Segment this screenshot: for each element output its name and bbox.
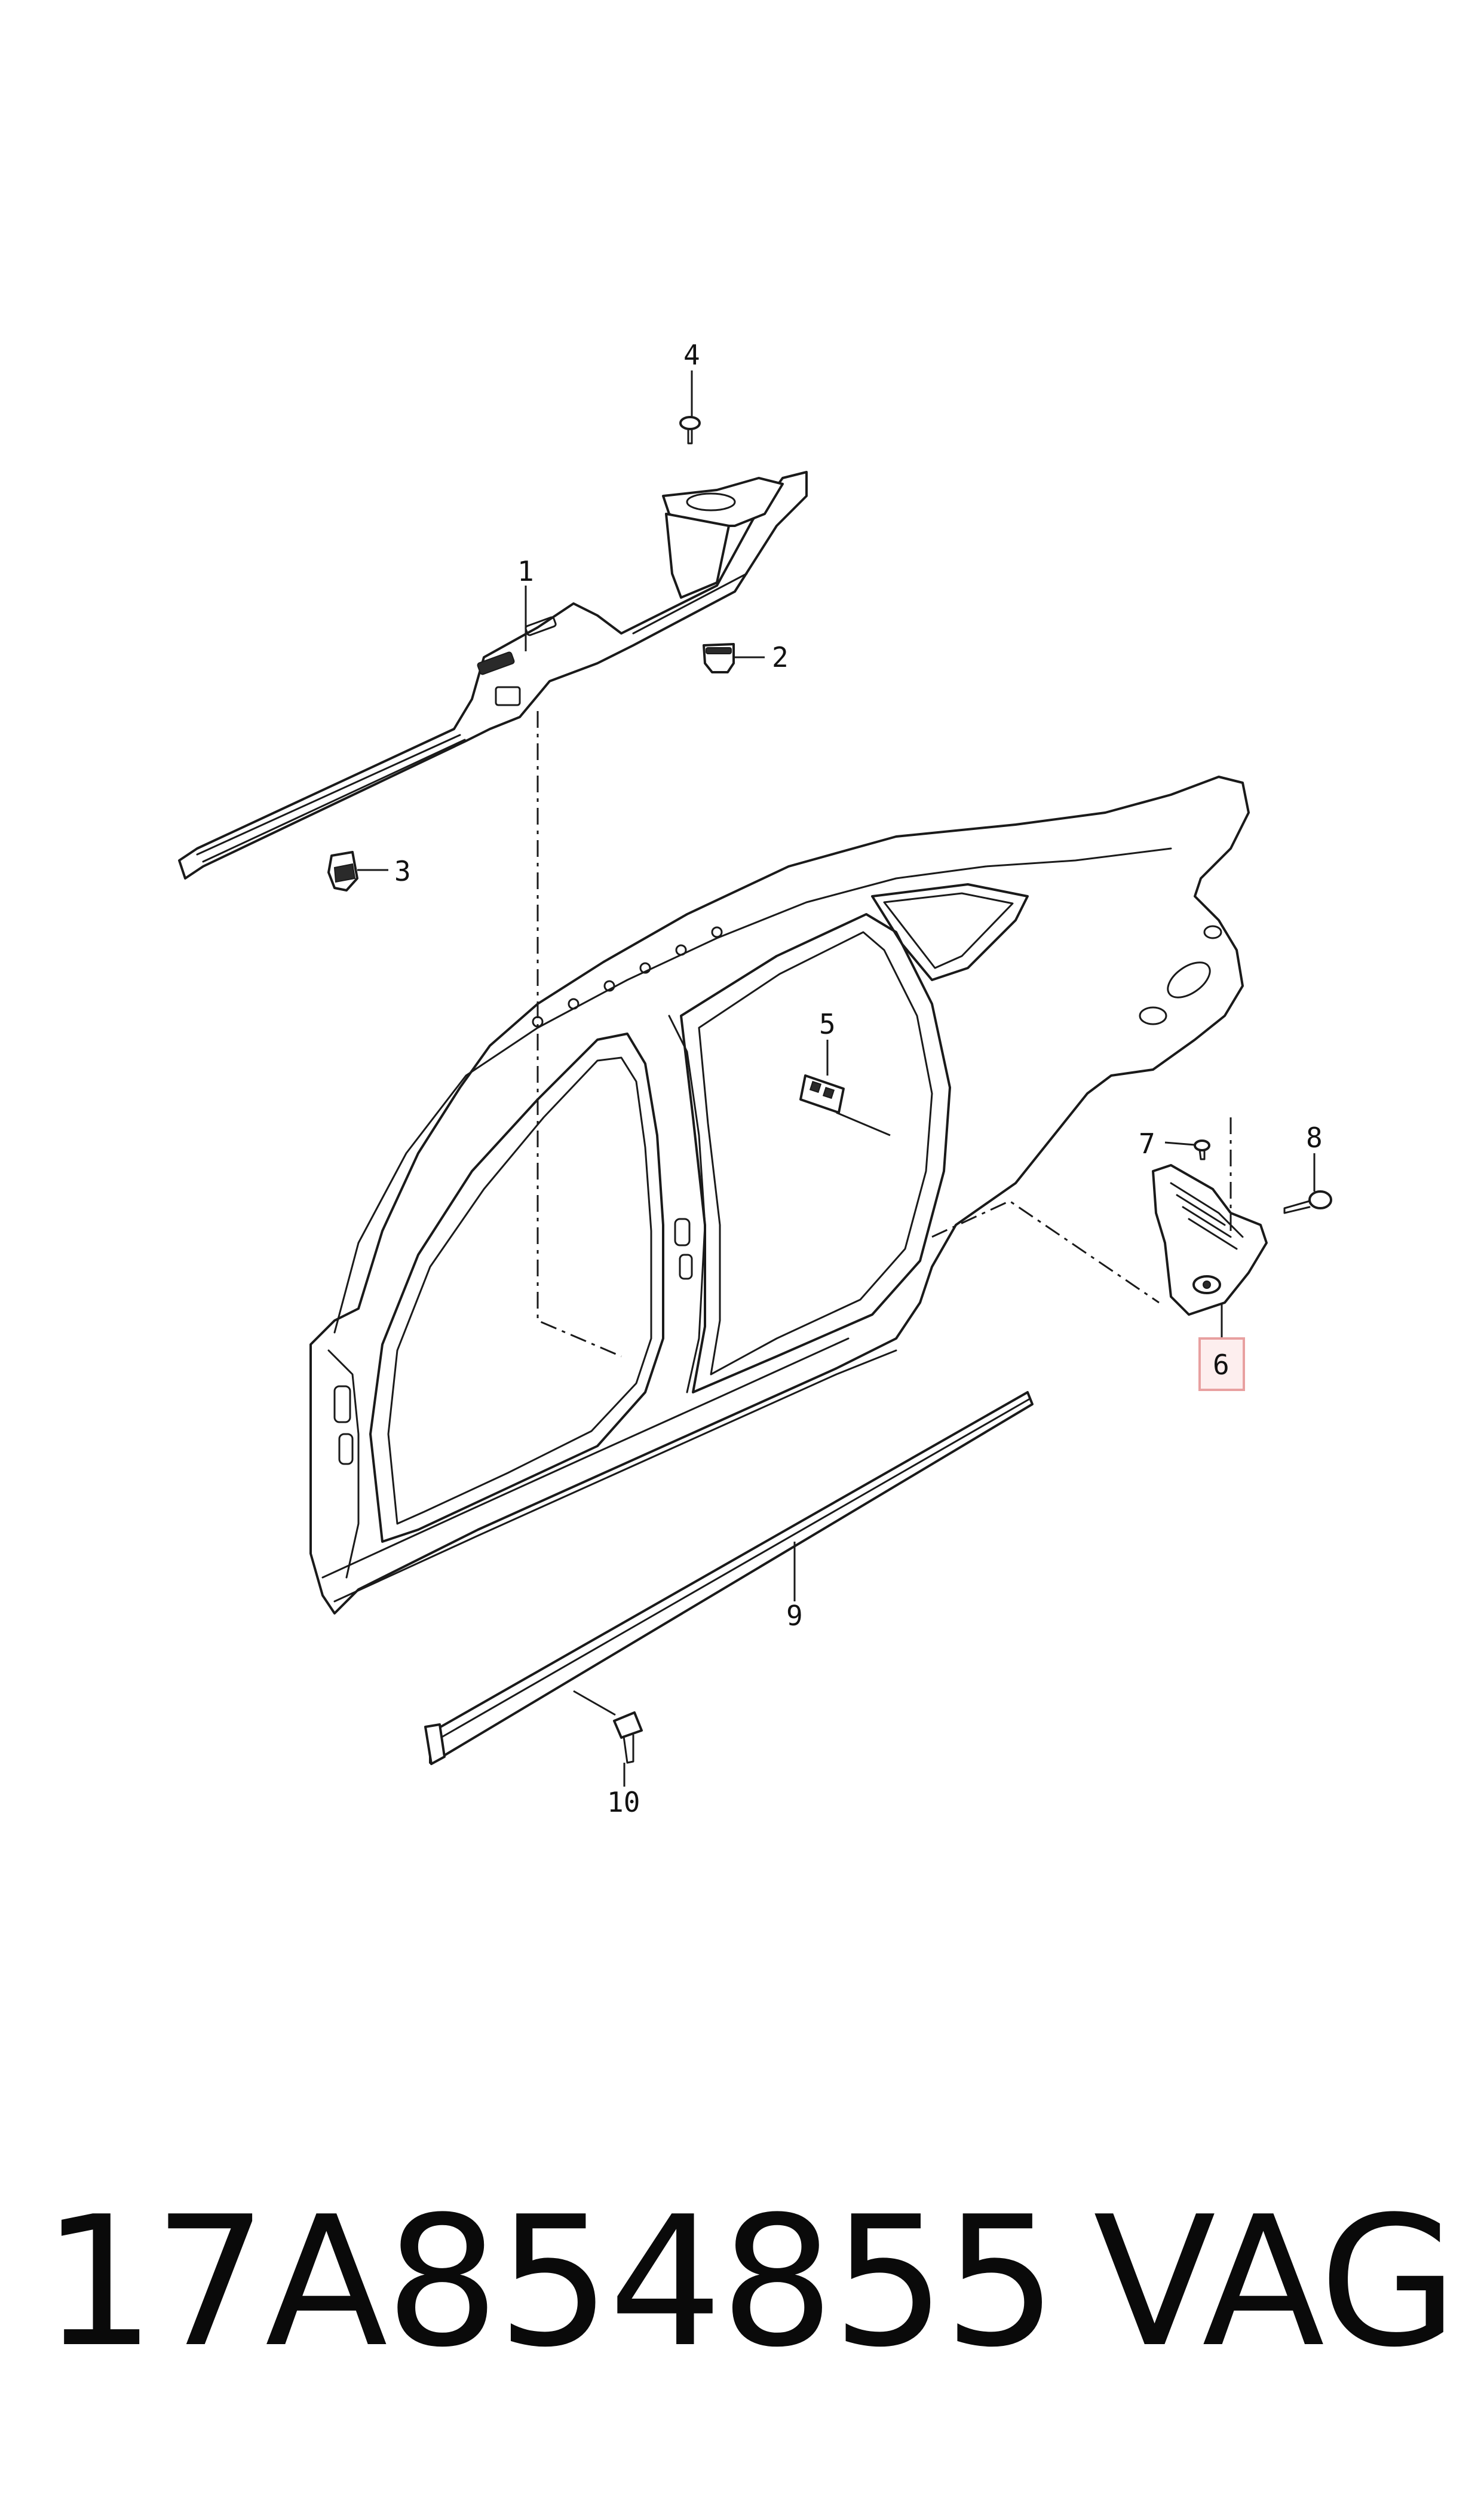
clip-part-3 bbox=[327, 851, 358, 892]
callout-7: 7 bbox=[1139, 1128, 1155, 1160]
callout-6: 6 bbox=[1213, 1349, 1229, 1381]
part-number: 17A854855 bbox=[42, 2178, 1057, 2387]
footer-caption: 17A854855 VAG bbox=[0, 2175, 1484, 2426]
callout-2: 2 bbox=[772, 641, 789, 673]
brand-label: VAG bbox=[1093, 2178, 1458, 2387]
screw-part-4 bbox=[679, 416, 701, 445]
bracket-part-6 bbox=[1152, 1164, 1268, 1316]
sill-trim-part-1 bbox=[178, 471, 808, 880]
sill-molding-part-9 bbox=[424, 1391, 1034, 1765]
callout-10: 10 bbox=[607, 1786, 640, 1818]
roof-rail-holes bbox=[532, 926, 723, 1028]
callout-labels: 1 2 3 4 5 6 7 8 9 10 bbox=[394, 339, 1323, 1818]
callout-4: 4 bbox=[683, 339, 700, 371]
assembly-dashed-lines bbox=[536, 711, 1232, 1358]
callout-5: 5 bbox=[819, 1008, 836, 1040]
callout-8: 8 bbox=[1306, 1122, 1323, 1154]
side-body-panel bbox=[309, 776, 1250, 1615]
callout-1: 1 bbox=[517, 555, 534, 587]
screw-part-8 bbox=[1283, 1190, 1332, 1214]
leader-lines bbox=[357, 370, 1316, 1787]
callout-9: 9 bbox=[786, 1600, 803, 1632]
callout-3: 3 bbox=[394, 855, 411, 887]
clip-part-5 bbox=[799, 1074, 845, 1114]
clip-part-2 bbox=[703, 643, 735, 673]
screw-part-10 bbox=[613, 1711, 643, 1764]
clip-part-7 bbox=[1194, 1139, 1210, 1160]
callout-6-highlight-box bbox=[1198, 1337, 1245, 1391]
